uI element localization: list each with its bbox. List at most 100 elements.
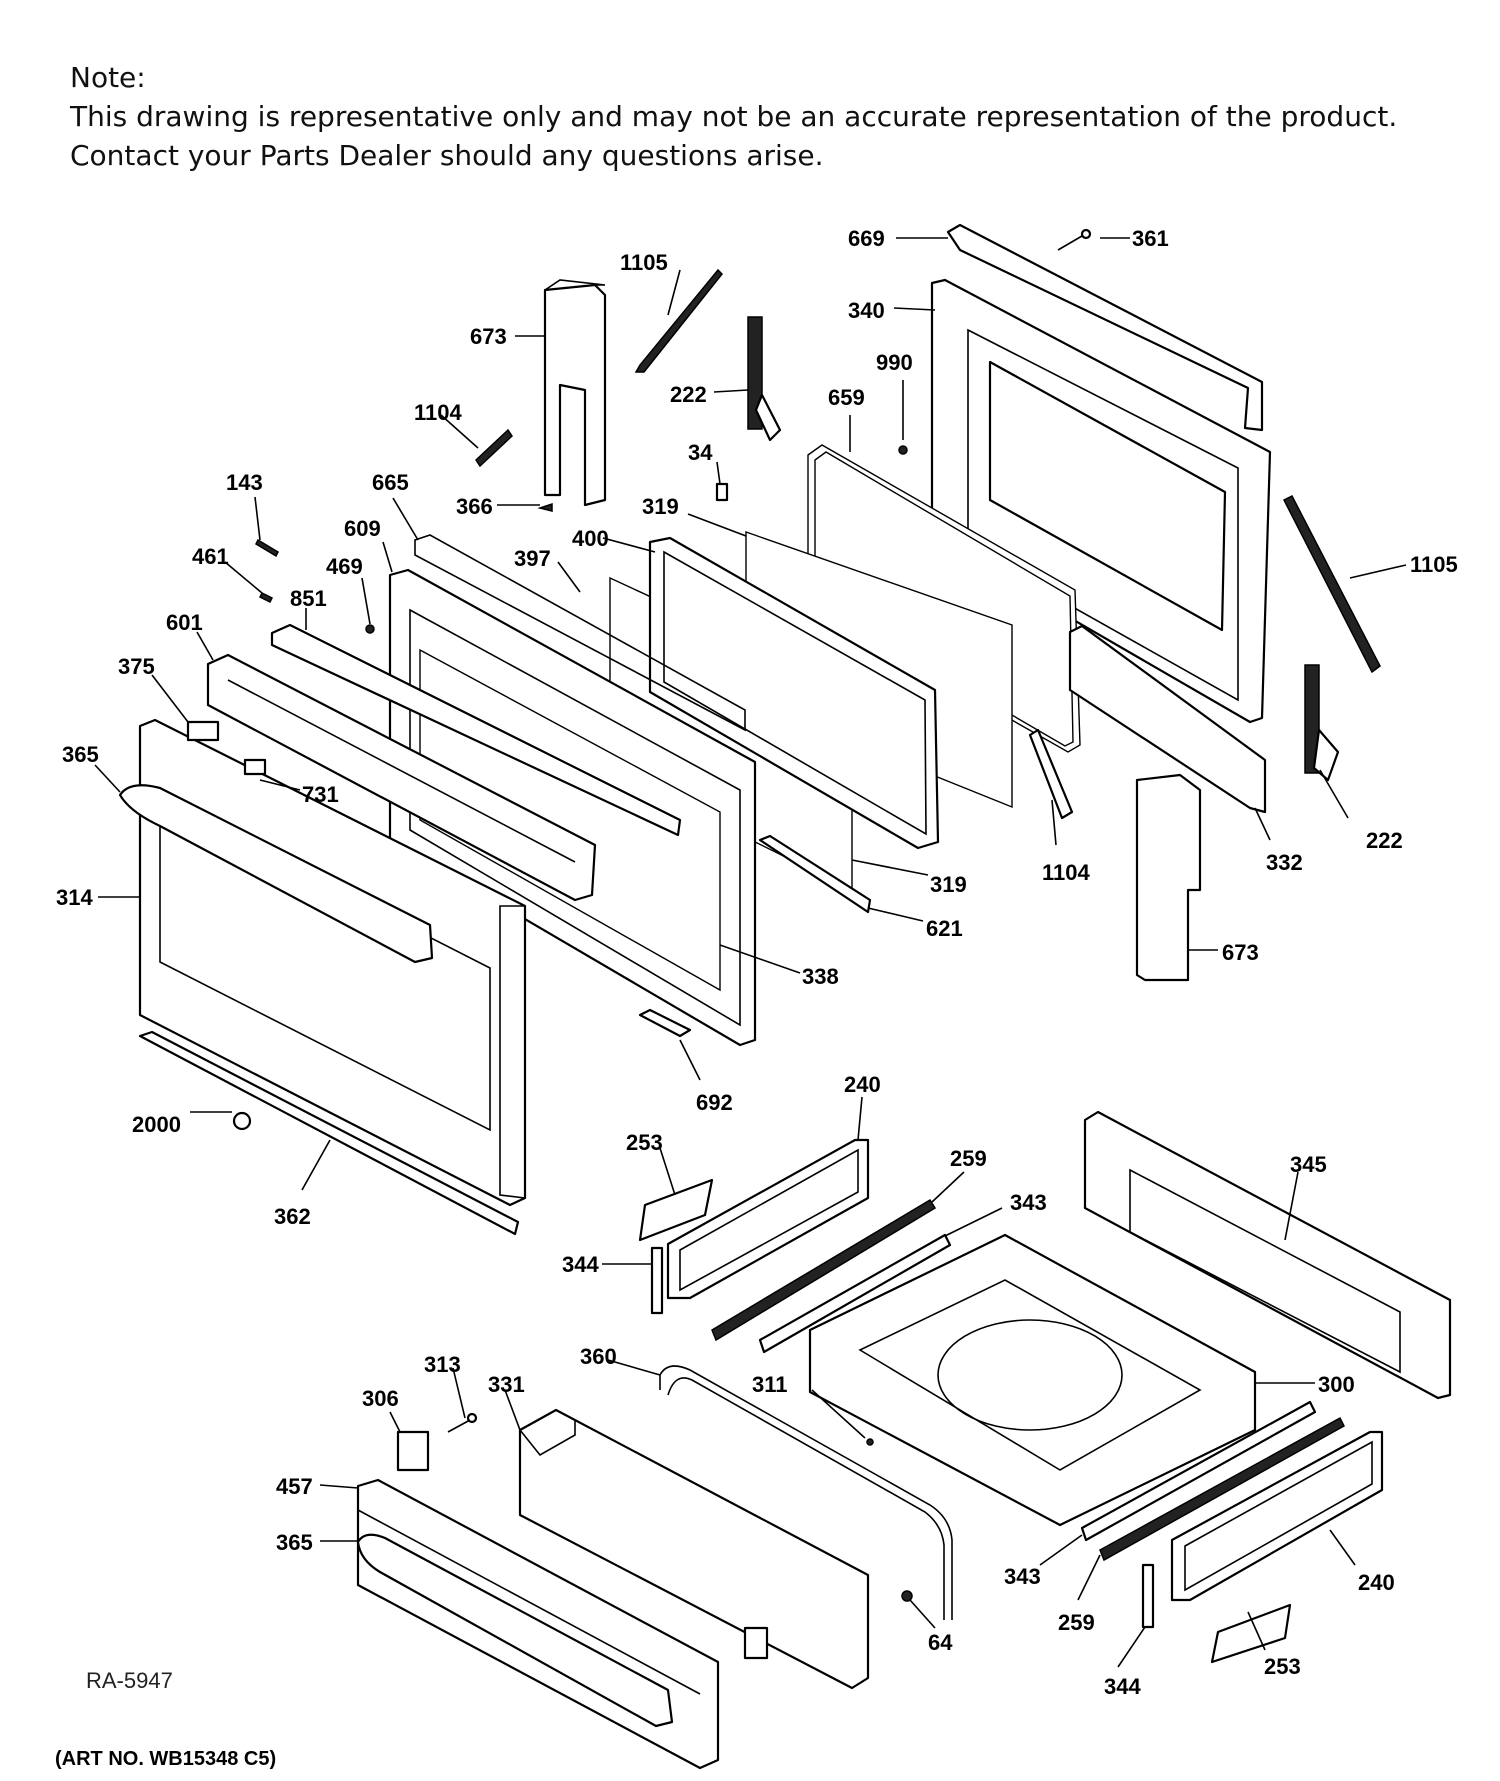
part-400-frame [648,536,940,850]
callout-362: 362 [274,1204,311,1229]
callout-314: 314 [56,885,93,910]
part-344-lower [1141,1563,1155,1629]
callout-365-upper: 365 [62,742,99,767]
callout-222-lower: 222 [1366,828,1403,853]
callout-319-upper: 319 [642,494,679,519]
part-300-drawer-pan [808,1233,1257,1527]
callout-461: 461 [192,544,229,569]
part-1104-lower [1028,728,1074,820]
callout-1105-right: 1105 [1410,552,1458,577]
part-240-panel-lower [1170,1430,1384,1602]
part-253-cover-lower [1210,1603,1292,1664]
part-259-slide-lower [1099,1416,1345,1562]
part-331-insulation-block [518,1408,870,1690]
part-253-cover-upper [638,1178,714,1242]
part-1105-strip-left [634,268,724,373]
callout-332: 332 [1266,850,1303,875]
callout-601: 601 [166,610,203,635]
diagram-code: RA-5947 [86,1668,173,1693]
part-34-clip [715,482,729,502]
part-332-vent-duct [1068,624,1267,814]
callout-659: 659 [828,385,865,410]
part-365-handle-lower [356,1533,674,1728]
callout-1105-left: 1105 [620,250,668,275]
part-240-panel-upper [666,1138,870,1300]
note-line-2: Contact your Parts Dealer should any que… [70,139,824,172]
part-drawer-bracket [743,1626,769,1660]
part-673-insulation-upper [543,279,607,507]
callout-692: 692 [696,1090,733,1115]
part-461 [258,591,274,604]
part-375-bracket [186,720,220,742]
callout-1104-upper: 1104 [414,400,462,425]
callout-331: 331 [488,1372,525,1397]
callout-253-lower: 253 [1264,1654,1301,1679]
part-222-hinge-upper [747,316,782,442]
callout-673-lower: 673 [1222,940,1259,965]
part-365-handle-upper [118,784,434,964]
callout-64: 64 [928,1630,953,1655]
note-line-1: This drawing is representative only and … [70,100,1398,133]
callout-338: 338 [802,964,839,989]
part-360-rail [659,1365,953,1620]
part-345-back-panel [1083,1110,1452,1400]
callout-345: 345 [1290,1152,1327,1177]
part-343-slide-upper [758,1233,952,1354]
part-1105-strip-right [1282,494,1381,674]
part-222-hinge-lower [1304,664,1340,782]
part-143 [255,538,279,558]
callout-621: 621 [926,916,963,941]
part-851-channel [270,623,682,837]
callout-143: 143 [226,470,263,495]
callout-340: 340 [848,298,885,323]
part-990 [898,445,908,455]
callout-400: 400 [572,526,609,551]
callout-344-lower: 344 [1104,1674,1141,1699]
callout-731: 731 [302,782,339,807]
note-heading: Note: [70,61,146,94]
callout-240-lower: 240 [1358,1570,1395,1595]
callout-397: 397 [514,546,551,571]
art-number: (ART NO. WB15348 C5) [55,1748,277,1770]
callout-669: 669 [848,226,885,251]
callout-306: 306 [362,1386,399,1411]
callout-labels: 669 361 1105 340 673 990 222 659 1104 34… [56,226,1458,1699]
callout-343-upper: 343 [1010,1190,1047,1215]
callout-360: 360 [580,1344,617,1369]
callout-366: 366 [456,494,493,519]
part-1104-upper [475,428,513,468]
callout-2000: 2000 [132,1112,181,1137]
callout-300: 300 [1318,1372,1355,1397]
callout-34: 34 [688,440,713,465]
callout-253-upper: 253 [626,1130,663,1155]
leader-lines [94,237,1407,1668]
part-311 [866,1438,874,1446]
callout-240-upper: 240 [844,1072,881,1097]
part-362-bottom-trim [138,1030,520,1236]
callout-365-lower: 365 [276,1530,313,1555]
callout-990: 990 [876,350,913,375]
callout-1104-lower: 1104 [1042,860,1090,885]
callout-665: 665 [372,470,409,495]
part-692-bottom-trim [638,1008,692,1038]
part-2000 [232,1111,252,1131]
part-669-vent-trim [946,223,1264,432]
callout-609: 609 [344,516,381,541]
note-block: Note: This drawing is representative onl… [70,58,1397,175]
part-673-insulation-lower [1135,773,1202,982]
part-621-trim [758,834,872,914]
part-344-upper [650,1246,664,1315]
part-731-bracket [243,758,267,776]
callout-311: 311 [752,1372,788,1397]
callout-222-upper: 222 [670,382,707,407]
callout-344-upper: 344 [562,1252,599,1277]
callout-259-upper: 259 [950,1146,987,1171]
part-366 [537,502,553,512]
part-469 [365,624,375,634]
callout-313: 313 [424,1352,461,1377]
part-259-slide-upper [711,1198,937,1342]
callout-851: 851 [290,586,327,611]
part-601-heat-shield [206,653,597,902]
callout-673-upper: 673 [470,324,507,349]
